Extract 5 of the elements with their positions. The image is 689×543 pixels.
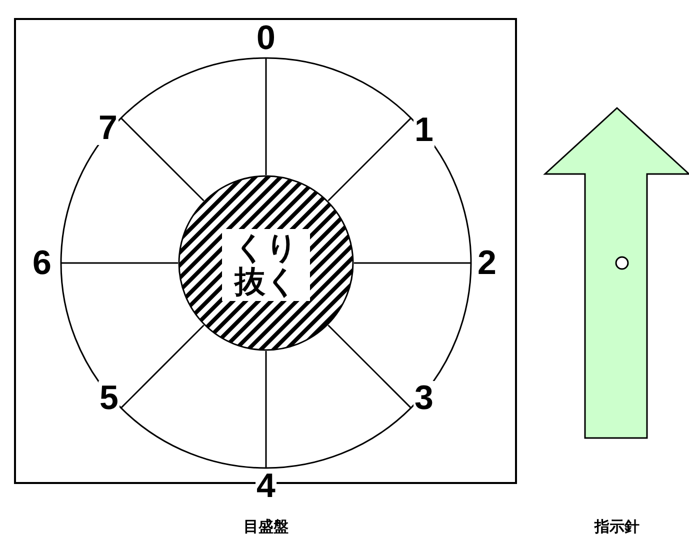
pointer-arrow	[543, 106, 689, 440]
caption: 目盛盤	[244, 518, 288, 536]
caption: 指示針	[594, 518, 640, 536]
cutout-circle	[178, 175, 354, 351]
cutout-label: くり抜く	[222, 229, 310, 301]
